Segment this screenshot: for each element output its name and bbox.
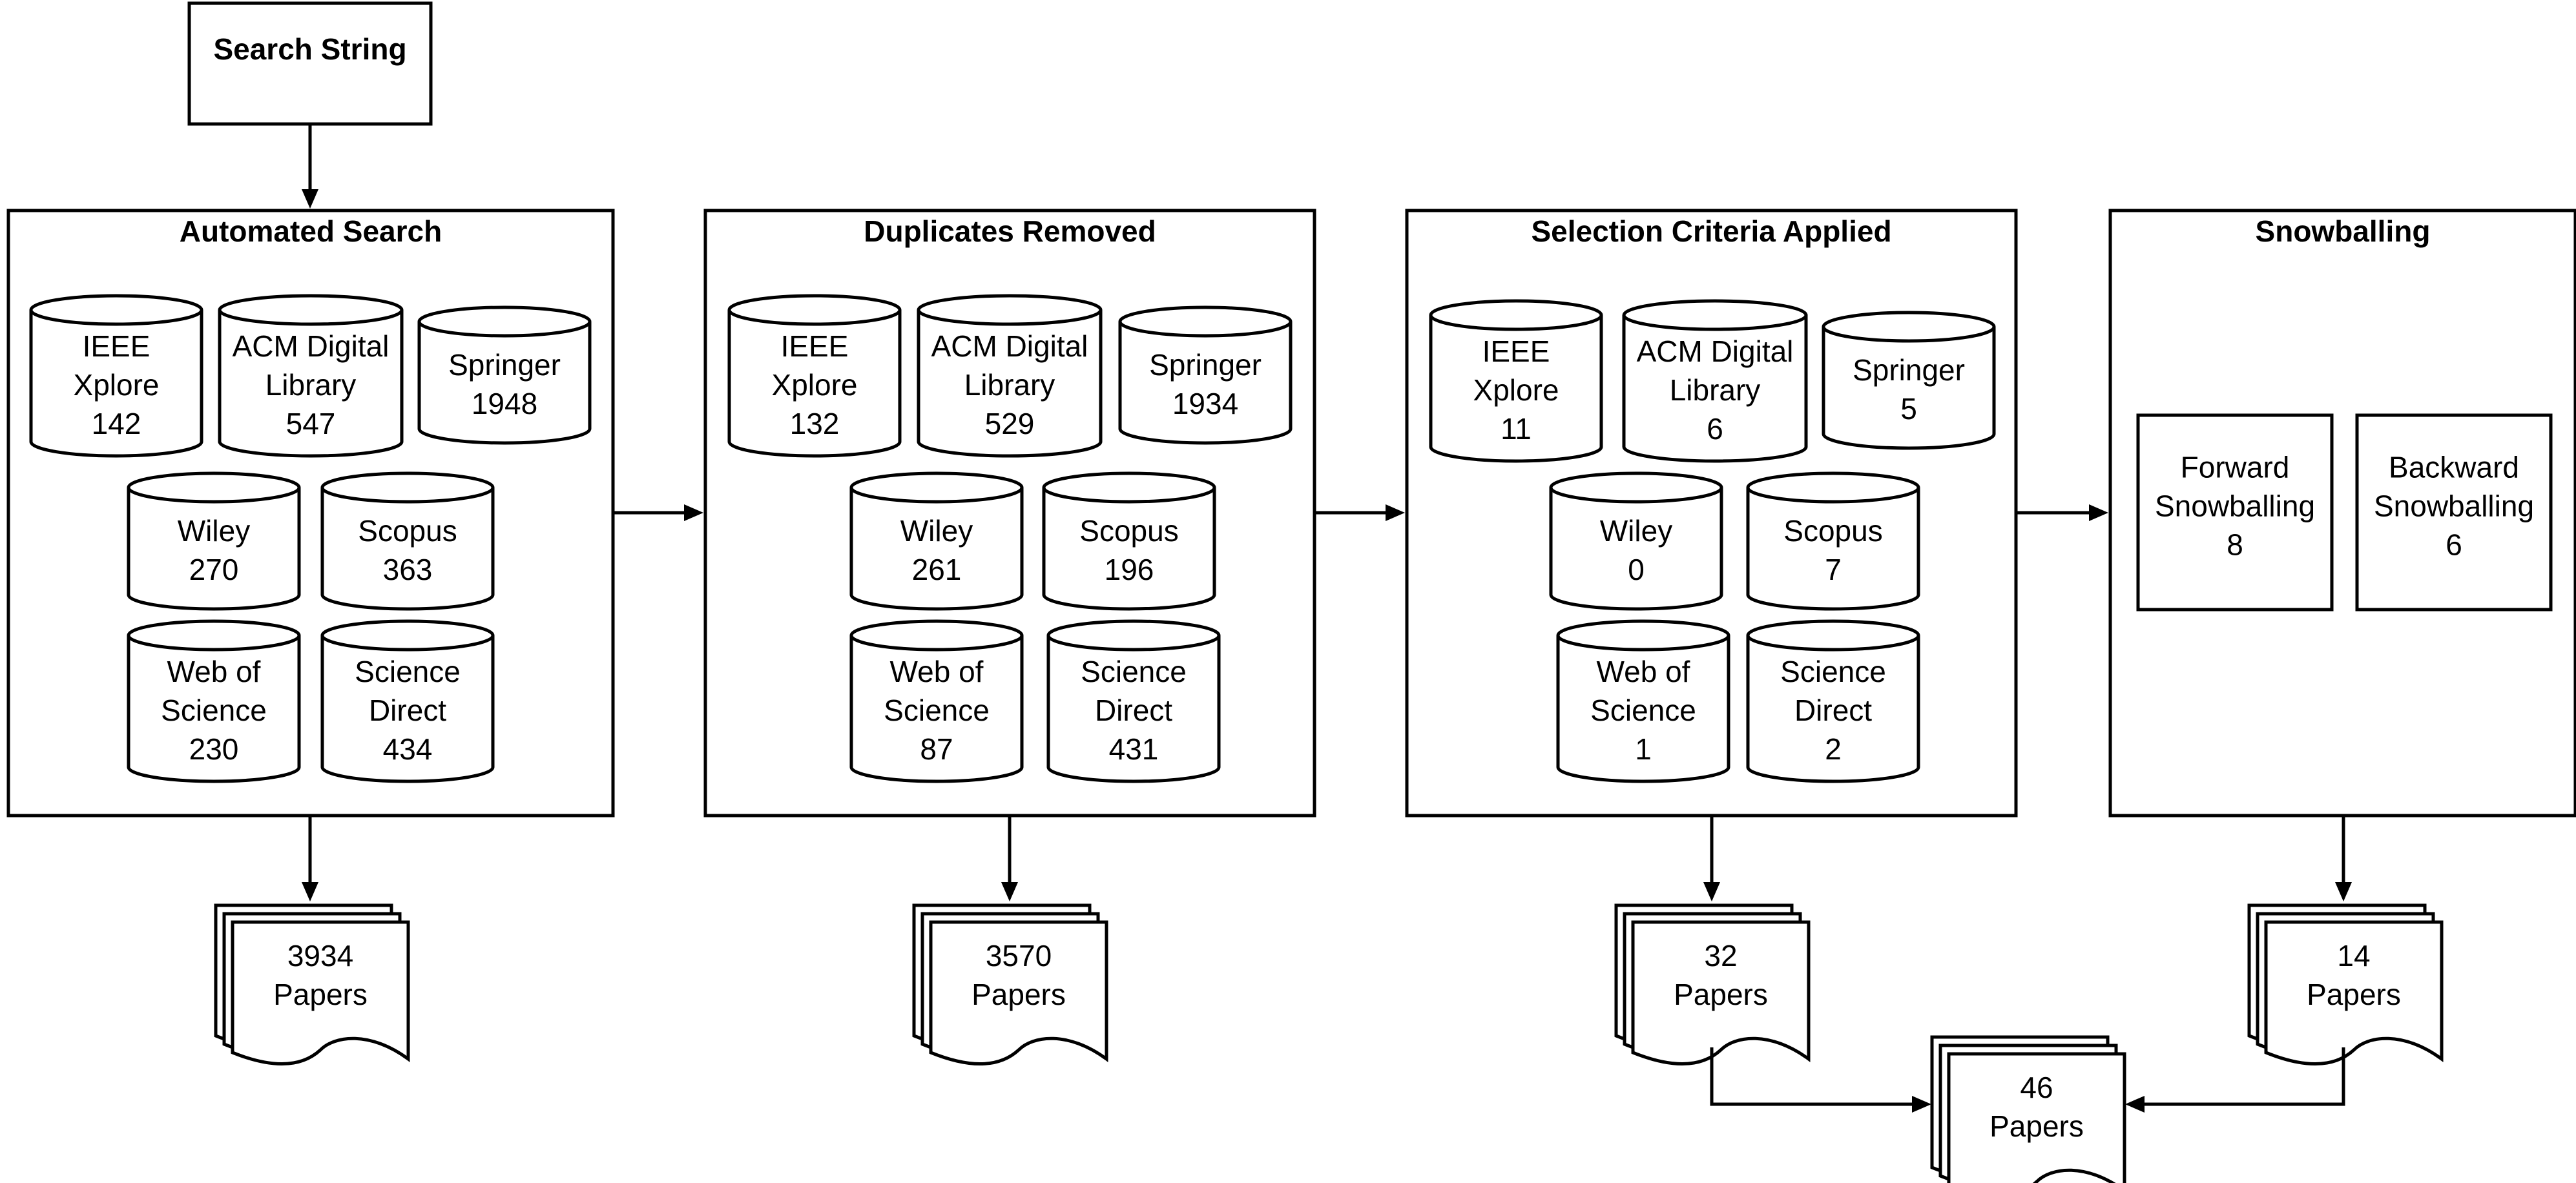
document-sheet — [231, 920, 410, 1065]
document-sheet — [1947, 1052, 2126, 1183]
arrow-snowballing-result-to-final — [2125, 1047, 2345, 1113]
arrow-automated-to-result — [302, 816, 318, 901]
arrow-duplicates-to-result — [1001, 816, 1018, 901]
arrow-snowballing-to-result — [2335, 816, 2352, 901]
duplicates-removed-title: Duplicates Removed — [864, 214, 1156, 248]
document-sheet — [1631, 920, 1811, 1065]
arrow-search-to-automated — [302, 124, 318, 209]
arrow-duplicates-to-selection — [1314, 504, 1405, 521]
arrow-selection-to-snowballing — [2016, 504, 2108, 521]
search-string-label: Search String — [213, 32, 406, 66]
snowballing-backward-snowballing-box — [2355, 413, 2553, 612]
snowballing-title: Snowballing — [2256, 214, 2431, 248]
arrow-selection-result-to-final — [1710, 1047, 1931, 1113]
selection-criteria-applied-title: Selection Criteria Applied — [1531, 214, 1891, 248]
document-sheet — [929, 920, 1108, 1065]
snowballing-forward-snowballing-box — [2136, 413, 2334, 612]
document-sheet — [2264, 920, 2444, 1065]
arrow-automated-to-duplicates — [613, 504, 703, 521]
automated-search-title: Automated Search — [180, 214, 442, 248]
arrow-selection-to-result — [1703, 816, 1720, 901]
search-string-box — [187, 1, 433, 126]
